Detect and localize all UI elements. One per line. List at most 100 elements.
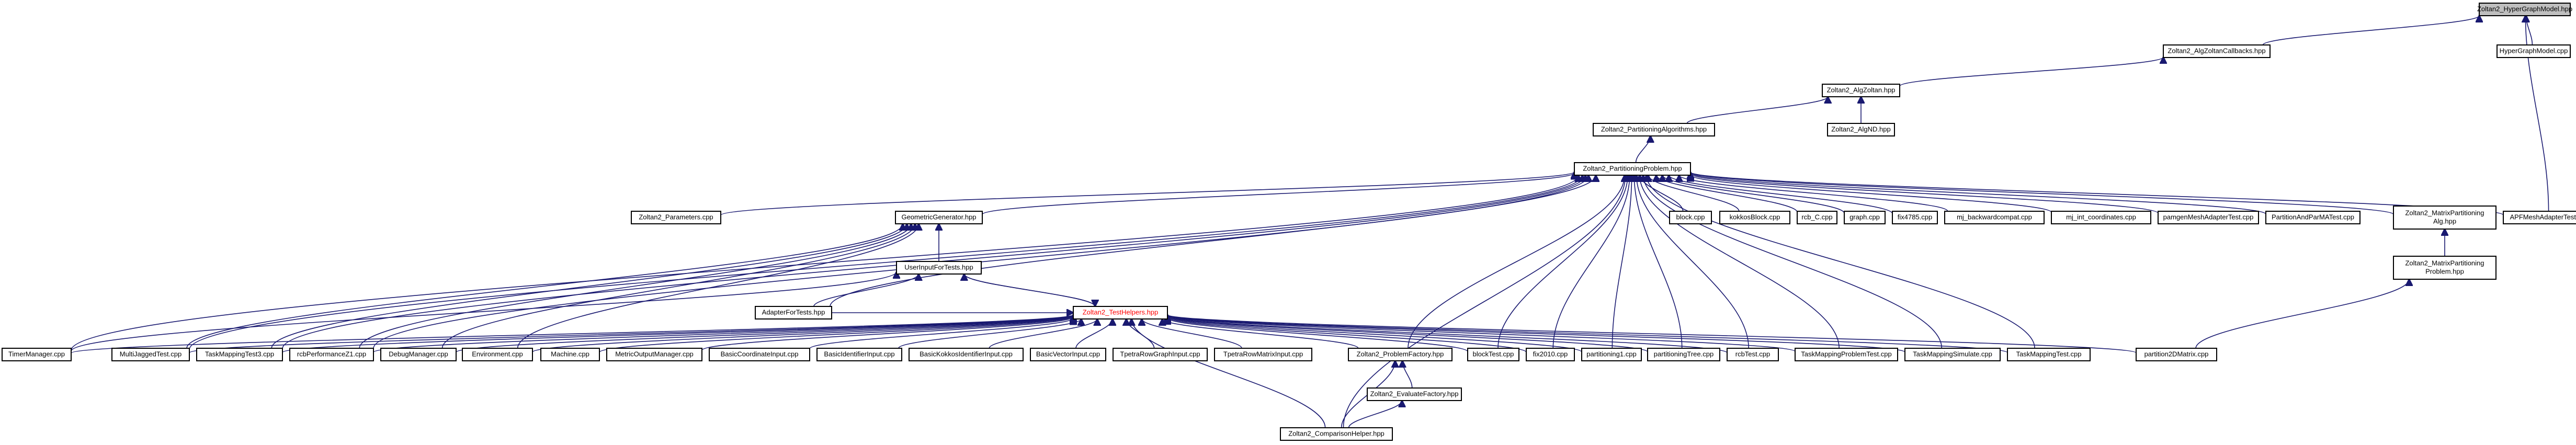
node-pamgen[interactable]: pamgenMeshAdapterTest.cpp <box>2158 211 2259 224</box>
edge-rcbtest-to-partprob <box>1637 175 1750 349</box>
node-timermgr[interactable]: TimerManager.cpp <box>2 348 72 361</box>
node-box <box>1030 348 1106 361</box>
node-label: TaskMappingProblemTest.cpp <box>1801 350 1891 358</box>
node-mjint[interactable]: mj_int_coordinates.cpp <box>2051 211 2151 224</box>
node-blocktest[interactable]: blockTest.cpp <box>1467 348 1519 361</box>
node-geomgen[interactable]: GeometricGenerator.hpp <box>895 211 983 224</box>
node-box <box>2393 206 2496 230</box>
node-rcbtest[interactable]: rcbTest.cpp <box>1727 348 1779 361</box>
node-blockcpp[interactable]: block.cpp <box>1669 211 1712 224</box>
node-taskmaptest[interactable]: TaskMappingTest.cpp <box>2007 348 2091 361</box>
node-label: Zoltan2_HyperGraphModel.hpp <box>2477 5 2572 13</box>
node-probfactory[interactable]: Zoltan2_ProblemFactory.hpp <box>1348 348 1452 361</box>
node-label: TaskMappingSimulate.cpp <box>1913 350 1992 358</box>
node-parttree[interactable]: partitioningTree.cpp <box>1647 348 1720 361</box>
edge-debugmgr-to-testhelpers <box>456 315 1073 353</box>
node-box <box>1214 348 1312 361</box>
edge-graphcpp-to-partprob <box>1662 175 1845 214</box>
node-label: BasicVectorInput.cpp <box>1036 350 1100 358</box>
edge-geomgen-to-partprob <box>982 173 1574 215</box>
edge-pamgen-to-partprob <box>1690 174 2159 214</box>
node-machinecpp[interactable]: Machine.cpp <box>540 348 600 361</box>
node-rcbperf[interactable]: rcbPerformanceZ1.cpp <box>289 348 374 361</box>
node-label: TaskMappingTest3.cpp <box>205 350 274 358</box>
node-graphcpp[interactable]: graph.cpp <box>1844 211 1886 224</box>
node-partpmat[interactable]: PartitionAndParMATest.cpp <box>2265 211 2361 224</box>
node-box <box>709 348 810 361</box>
node-algzoltan[interactable]: Zoltan2_AlgZoltan.hpp <box>1822 84 1900 97</box>
node-apfmesh[interactable]: APFMeshAdapterTest.cpp <box>2503 211 2576 224</box>
edge-probfactory-to-partprob <box>1408 175 1625 349</box>
node-box <box>909 348 1024 361</box>
node-box <box>1581 348 1642 361</box>
edge-timermgr-to-userinput <box>71 272 897 351</box>
node-userinput[interactable]: UserInputForTests.hpp <box>896 261 982 275</box>
edge-metricout-to-testhelpers <box>701 317 1073 351</box>
node-label: mj_int_coordinates.cpp <box>2066 213 2136 221</box>
node-label: fix4785.cpp <box>1898 213 1933 221</box>
node-debugmgr[interactable]: DebugManager.cpp <box>380 348 457 361</box>
node-box <box>2265 211 2361 224</box>
node-basicvector[interactable]: BasicVectorInput.cpp <box>1030 348 1106 361</box>
edge-partprob-to-partalgs <box>1635 136 1651 163</box>
node-tpetragraph[interactable]: TpetraRowGraphInput.cpp <box>1113 348 1208 361</box>
node-algzoltancb[interactable]: Zoltan2_AlgZoltanCallbacks.hpp <box>2163 44 2271 58</box>
node-hgmodelcpp[interactable]: HyperGraphModel.cpp <box>2496 44 2571 58</box>
node-box <box>1348 348 1452 361</box>
node-box <box>2158 211 2259 224</box>
node-box <box>1647 348 1720 361</box>
node-metricout[interactable]: MetricOutputManager.cpp <box>606 348 702 361</box>
node-basicident[interactable]: BasicIdentifierInput.cpp <box>816 348 902 361</box>
node-taskmapsim[interactable]: TaskMappingSimulate.cpp <box>1904 348 2001 361</box>
node-box <box>2393 256 2496 280</box>
edge-algzoltancb-to-hypergraph <box>2262 16 2479 45</box>
node-adapterfortests[interactable]: AdapterForTests.hpp <box>755 306 832 320</box>
node-label: UserInputForTests.hpp <box>904 263 973 271</box>
node-hypergraph[interactable]: Zoltan2_HyperGraphModel.hpp <box>2477 3 2572 16</box>
node-partprob[interactable]: Zoltan2_PartitioningProblem.hpp <box>1574 162 1691 176</box>
node-comphelper[interactable]: Zoltan2_ComparisonHelper.hpp <box>1280 427 1393 441</box>
node-part2dmatrix[interactable]: partition2DMatrix.cpp <box>2136 348 2217 361</box>
node-box <box>380 348 457 361</box>
node-fix4785[interactable]: fix4785.cpp <box>1892 211 1938 224</box>
node-partalgs[interactable]: Zoltan2_PartitioningAlgorithms.hpp <box>1593 123 1715 136</box>
node-envcpp[interactable]: Environment.cpp <box>462 348 533 361</box>
edge-mjtest-to-testhelpers <box>189 315 1073 353</box>
node-box <box>816 348 902 361</box>
edge-taskmapprob-to-testhelpers <box>1167 315 1796 352</box>
node-label: kokkosBlock.cpp <box>1730 213 1780 221</box>
edge-envcpp-to-geomgen <box>517 224 919 349</box>
node-label: Zoltan2_AlgZoltan.hpp <box>1827 86 1896 94</box>
node-taskmap3[interactable]: TaskMappingTest3.cpp <box>196 348 283 361</box>
edge-parttree-to-partprob <box>1634 175 1683 349</box>
node-taskmapprob[interactable]: TaskMappingProblemTest.cpp <box>1795 348 1898 361</box>
node-label: Alg.hpp <box>2433 217 2456 225</box>
node-mjback[interactable]: mj_backwardcompat.cpp <box>1944 211 2045 224</box>
node-label: Zoltan2_MatrixPartitioning <box>2405 259 2484 267</box>
edge-adapterfortests-to-userinput <box>813 274 918 307</box>
node-evalfactory[interactable]: Zoltan2_EvaluateFactory.hpp <box>1367 387 1462 401</box>
node-algnd[interactable]: Zoltan2_AlgND.hpp <box>1827 123 1895 136</box>
node-fix2010[interactable]: fix2010.cpp <box>1526 348 1575 361</box>
edge-comphelper-to-evalfactory <box>1348 401 1402 428</box>
node-box <box>540 348 600 361</box>
edge-basiccoord-to-testhelpers <box>809 318 1073 349</box>
node-mjtest[interactable]: MultiJaggedTest.cpp <box>111 348 190 361</box>
node-testhelpers[interactable]: Zoltan2_TestHelpers.hpp <box>1073 306 1168 320</box>
node-params[interactable]: Zoltan2_Parameters.cpp <box>631 211 721 224</box>
node-basickokkos[interactable]: BasicKokkosIdentifierInput.cpp <box>909 348 1024 361</box>
edge-comphelper-to-partprob <box>1343 175 1625 428</box>
node-label: Zoltan2_TestHelpers.hpp <box>1083 308 1159 316</box>
node-label: DebugManager.cpp <box>389 350 448 358</box>
node-label: Zoltan2_AlgND.hpp <box>1831 125 1890 133</box>
node-tpetramatrix[interactable]: TpetraRowMatrixInput.cpp <box>1214 348 1312 361</box>
node-kokkosblock[interactable]: kokkosBlock.cpp <box>1719 211 1790 224</box>
node-rcbc[interactable]: rcb_C.cpp <box>1797 211 1837 224</box>
node-partitioning1[interactable]: partitioning1.cpp <box>1581 348 1642 361</box>
node-label: BasicIdentifierInput.cpp <box>824 350 894 358</box>
node-basiccoord[interactable]: BasicCoordinateInput.cpp <box>709 348 810 361</box>
node-box <box>1795 348 1898 361</box>
node-box <box>606 348 702 361</box>
